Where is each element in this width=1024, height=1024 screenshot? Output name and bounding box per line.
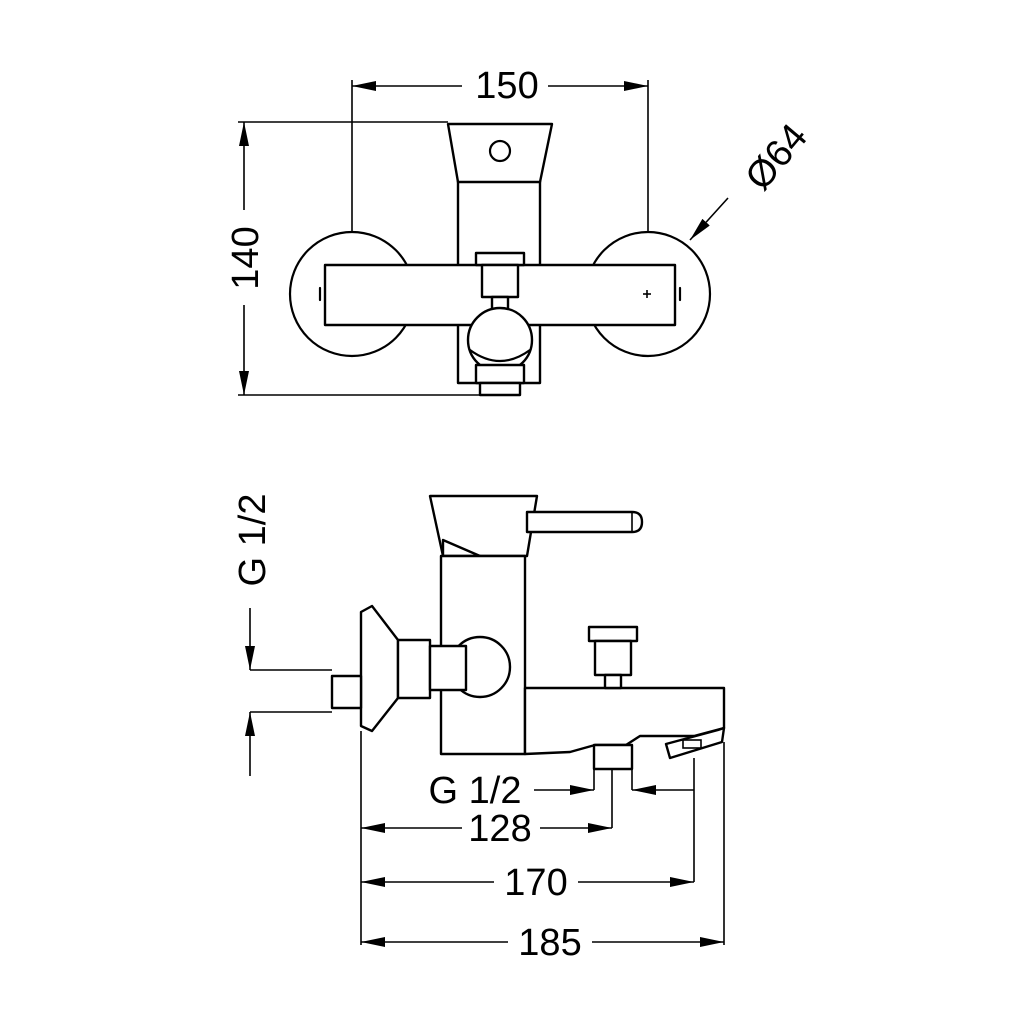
- outlet-thread-label: G 1/2: [429, 770, 522, 812]
- top-view: 150 140 Ø64: [225, 65, 816, 397]
- diverter-side-cap: [587, 625, 639, 643]
- outlet-nipple: [592, 743, 634, 771]
- spout-body: [523, 686, 726, 756]
- dim-170-label: 170: [504, 862, 567, 904]
- spout-outlet: [474, 363, 526, 385]
- dim-128-label: 128: [468, 808, 531, 850]
- lever-hole: [488, 139, 512, 163]
- lever-handle-top: [446, 122, 554, 184]
- dim-diameter-leader: [689, 197, 729, 241]
- side-view: G 1/2 G 1/2 128 170 185: [232, 494, 726, 964]
- wall-flange: [359, 604, 400, 733]
- dim-diameter-label: Ø64: [738, 116, 816, 198]
- lever-arm: [525, 510, 644, 534]
- inlet-nipple: [330, 674, 363, 710]
- lever-handle-side: [428, 494, 539, 558]
- spout-ball: [466, 306, 534, 374]
- dim-150-label: 150: [475, 65, 538, 107]
- dim-185-label: 185: [518, 922, 581, 964]
- inlet-thread-label: G 1/2: [232, 494, 274, 587]
- aerator: [664, 726, 726, 760]
- dim-140-label: 140: [225, 226, 267, 289]
- diverter-cap: [474, 251, 526, 267]
